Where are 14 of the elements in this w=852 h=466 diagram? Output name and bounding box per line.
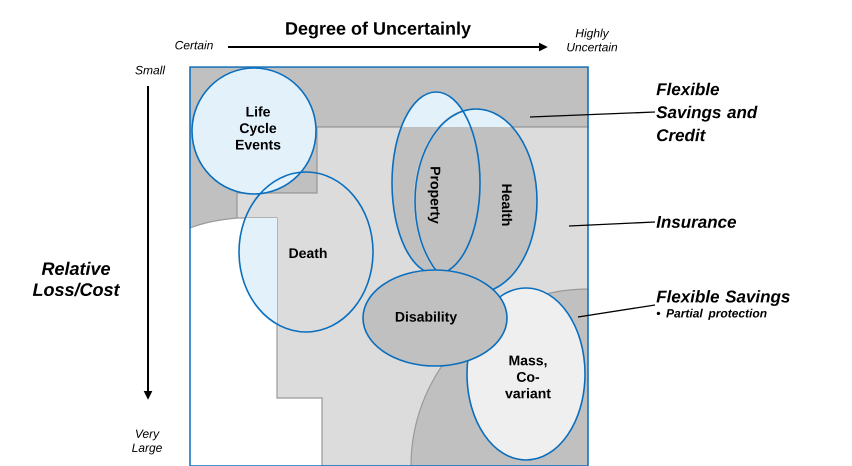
region-label: Flexible Savings • Partial protection (656, 290, 790, 320)
axis-label: Certain (175, 40, 213, 50)
axis-label: Small (135, 66, 166, 74)
axis-label: Highly Uncertain (567, 28, 618, 52)
region-label: Insurance (656, 216, 736, 228)
node-label: Property (428, 167, 440, 224)
leader-line (578, 304, 656, 318)
node-label: Health (502, 184, 512, 226)
axis-label: Very Large (132, 430, 162, 454)
leader-line (530, 111, 656, 118)
region-label: Flexible Savings and Credit (656, 82, 758, 142)
axis-label: Relative Loss/Cost (32, 262, 120, 296)
axis-label: Degree of Uncertainly (286, 22, 471, 38)
leader-line (568, 221, 656, 227)
